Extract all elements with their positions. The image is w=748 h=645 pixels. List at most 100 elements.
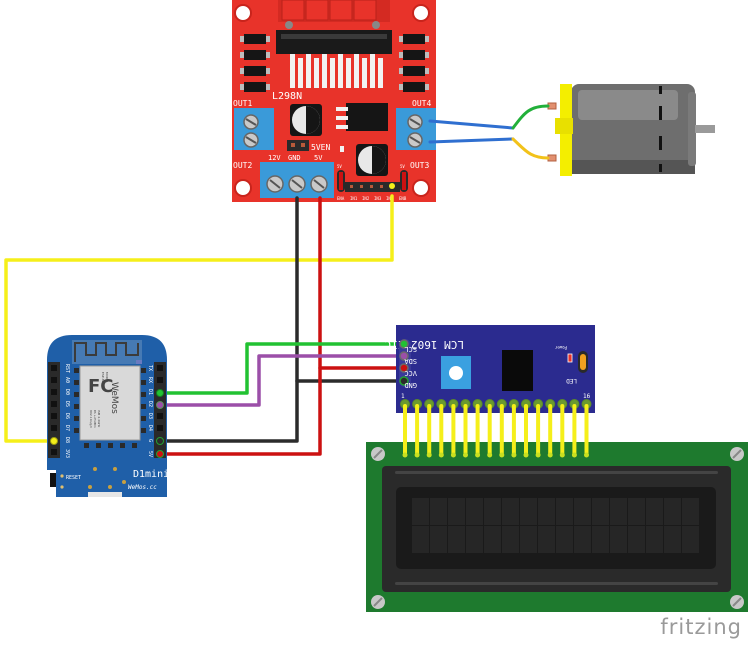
lcd-pin-tip: [487, 452, 493, 458]
5v-label: 5V: [314, 154, 323, 162]
mounting-hole: [412, 4, 430, 22]
pin-enb-label: ENB: [399, 196, 407, 201]
lcd-character-cell: [556, 526, 573, 553]
reset-label: RESET: [66, 475, 81, 481]
i2c-chip: [502, 350, 533, 391]
dc-motor: [547, 84, 715, 176]
lcd-pin-wire: [463, 404, 468, 456]
lcd-pin-tip: [547, 452, 553, 458]
svg-text:D6: D6: [64, 413, 70, 419]
reset-button[interactable]: [50, 473, 56, 487]
wire-purple-d2-sda: [160, 354, 406, 407]
i2c-header: [399, 339, 411, 387]
lcd-character-cell: [448, 526, 465, 553]
mounting-hole: [234, 179, 252, 197]
svg-text:D4: D4: [147, 425, 153, 431]
svg-text:MODEL: MODEL: [105, 372, 109, 383]
wire-yellow-in4-d8: [4, 194, 394, 443]
svg-text:PA +25dBm: PA +25dBm: [93, 410, 97, 428]
svg-text:D1: D1: [147, 389, 153, 395]
lcd-character-cell: [556, 498, 573, 525]
lcd-1602: [366, 442, 748, 612]
lcd-pin-tip: [523, 452, 529, 458]
svg-text:G: G: [147, 439, 153, 442]
mounting-hole: [412, 179, 430, 197]
svg-text:D7: D7: [64, 425, 70, 431]
voltage-regulator: [336, 103, 388, 131]
lcm-title: LCM 1602 IIC: [385, 338, 464, 351]
lcd-pin-wire: [572, 404, 577, 456]
svg-text:5V: 5V: [400, 164, 405, 169]
led-jumper[interactable]: [578, 351, 588, 373]
svg-text:5V: 5V: [337, 164, 342, 169]
diodes: [244, 34, 425, 92]
pin-ena-label: ENA: [337, 196, 345, 201]
lcd-character-cell: [448, 498, 465, 525]
lcd-character-cell: [610, 498, 627, 525]
lcd-character-cell: [664, 526, 681, 553]
lcd-character-cell: [502, 498, 519, 525]
lcd-character-cell: [592, 498, 609, 525]
lcd-pin-tip: [463, 452, 468, 458]
wire-motor-green: [511, 104, 550, 130]
lcd-pin-wire: [511, 404, 516, 456]
pin-vcc-label: VCC: [404, 369, 417, 377]
pin-sda-label: SDA: [404, 357, 417, 365]
lcd-pin-tip: [438, 452, 444, 458]
d1mini-brand: WeMos.cc: [128, 484, 157, 491]
l298n-chip: [276, 30, 392, 88]
lcd-pin-wire: [451, 404, 456, 456]
wire-green-d1-scl: [160, 342, 406, 395]
out1-label: OUT1: [233, 99, 252, 108]
lcd-pin-wire: [560, 404, 565, 456]
lcd-pin-tip: [535, 452, 541, 458]
lcd-character-cell: [610, 526, 627, 553]
pin-in1-label: IN1: [350, 196, 358, 201]
lcd-pin-wire: [536, 404, 541, 456]
lcd-i2c-backpack: LCM 1602 IIC SCL SDA VCC GND Power: [385, 325, 595, 413]
lcd-character-cell: [430, 526, 447, 553]
power-led: [567, 353, 573, 363]
svg-text:1: 1: [401, 393, 405, 400]
lcd-character-cell: [682, 498, 699, 525]
lcd-character-cell: [502, 526, 519, 553]
lcd-pin-tip: [584, 452, 589, 458]
wire-black-gnd: [160, 196, 299, 443]
svg-text:5V: 5V: [147, 451, 153, 457]
lcd-character-cell: [592, 526, 609, 553]
svg-text:D0: D0: [64, 389, 70, 395]
wire-motor-blue-1: [428, 119, 515, 130]
lcd-pin-wire: [415, 404, 420, 456]
lcd-character-cell: [664, 498, 681, 525]
usb-port: [88, 492, 122, 497]
lcd-character-cell: [538, 526, 555, 553]
fritzing-watermark: fritzing: [660, 615, 742, 639]
svg-text:TX: TX: [147, 365, 153, 371]
out3-label: OUT3: [410, 161, 429, 170]
contrast-potentiometer[interactable]: [441, 356, 471, 389]
lcd-character-cell: [484, 498, 501, 525]
capacitor: [356, 144, 388, 176]
pin-in3-label: IN3: [374, 196, 382, 201]
lcd-pin-wire: [427, 404, 432, 456]
lcd-character-cell: [628, 498, 645, 525]
svg-text:802.11b/g/n: 802.11b/g/n: [89, 410, 93, 428]
screw: [371, 447, 385, 461]
svg-text:ESP-8266: ESP-8266: [101, 372, 105, 386]
lcd-pin-tip: [450, 452, 456, 458]
lcd-character-cell: [646, 498, 663, 525]
screw: [371, 595, 385, 609]
fcc-logo: FC: [88, 376, 114, 397]
lcd-character-grid: [412, 498, 699, 553]
svg-text:RST: RST: [64, 364, 70, 373]
lcd-character-cell: [646, 526, 663, 553]
wires: [4, 104, 550, 456]
svg-text:RX: RX: [147, 377, 153, 383]
lcd-character-cell: [466, 526, 483, 553]
lcd-character-cell: [628, 526, 645, 553]
svg-text:5VEN: 5VEN: [311, 143, 330, 152]
svg-text:D3: D3: [147, 413, 153, 419]
out4-label: OUT4: [412, 99, 431, 108]
module-brand: WeMos: [109, 382, 119, 414]
